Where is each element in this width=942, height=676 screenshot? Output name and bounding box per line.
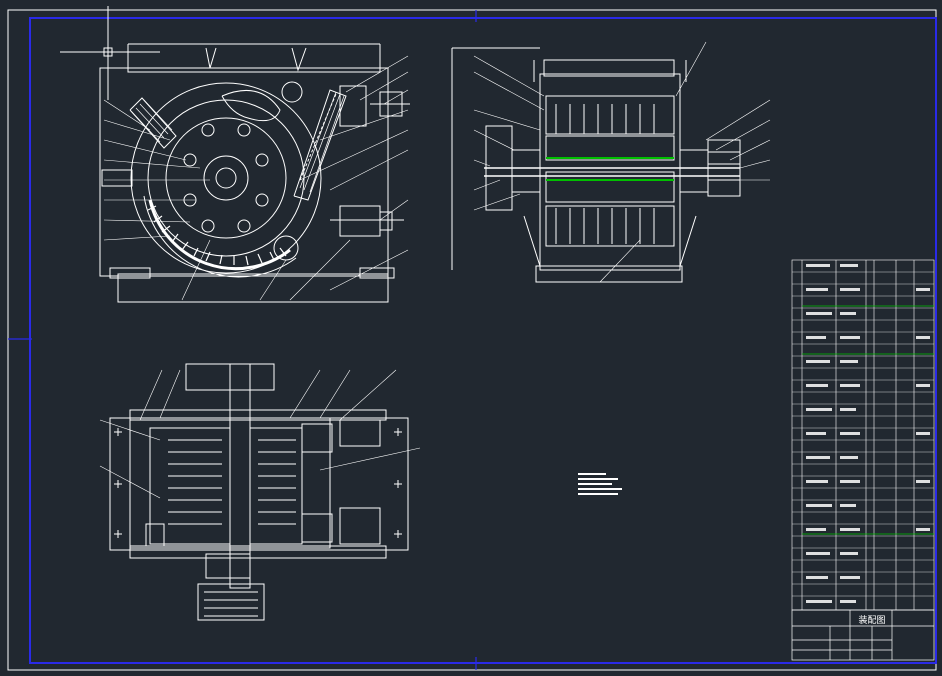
side-view-hammers — [555, 104, 655, 244]
parts-list-entries — [806, 264, 930, 603]
parts-list-row-lines — [792, 271, 934, 597]
frame-center-marks — [8, 10, 477, 670]
plan-view-bolt-marks — [114, 428, 402, 538]
plan-view-leaders — [99, 369, 421, 499]
technical-notes-block — [578, 473, 622, 495]
plan-view-hammers — [168, 439, 296, 617]
front-view-leaders — [103, 55, 409, 301]
parts-list-green-rows — [802, 305, 934, 535]
crosshair-cursor[interactable] — [60, 6, 160, 100]
front-section-view — [99, 43, 410, 303]
title-block — [791, 609, 935, 661]
side-view-green-markers — [546, 157, 674, 181]
side-section-view — [451, 47, 741, 283]
front-view-hatching — [131, 91, 345, 193]
side-view-leaders — [473, 41, 771, 283]
title-block-drawing-name: 装配图 — [858, 614, 885, 626]
plan-section-view — [109, 363, 409, 621]
inner-drawing-frame — [29, 17, 937, 664]
front-view-grate-ticks — [147, 205, 287, 266]
